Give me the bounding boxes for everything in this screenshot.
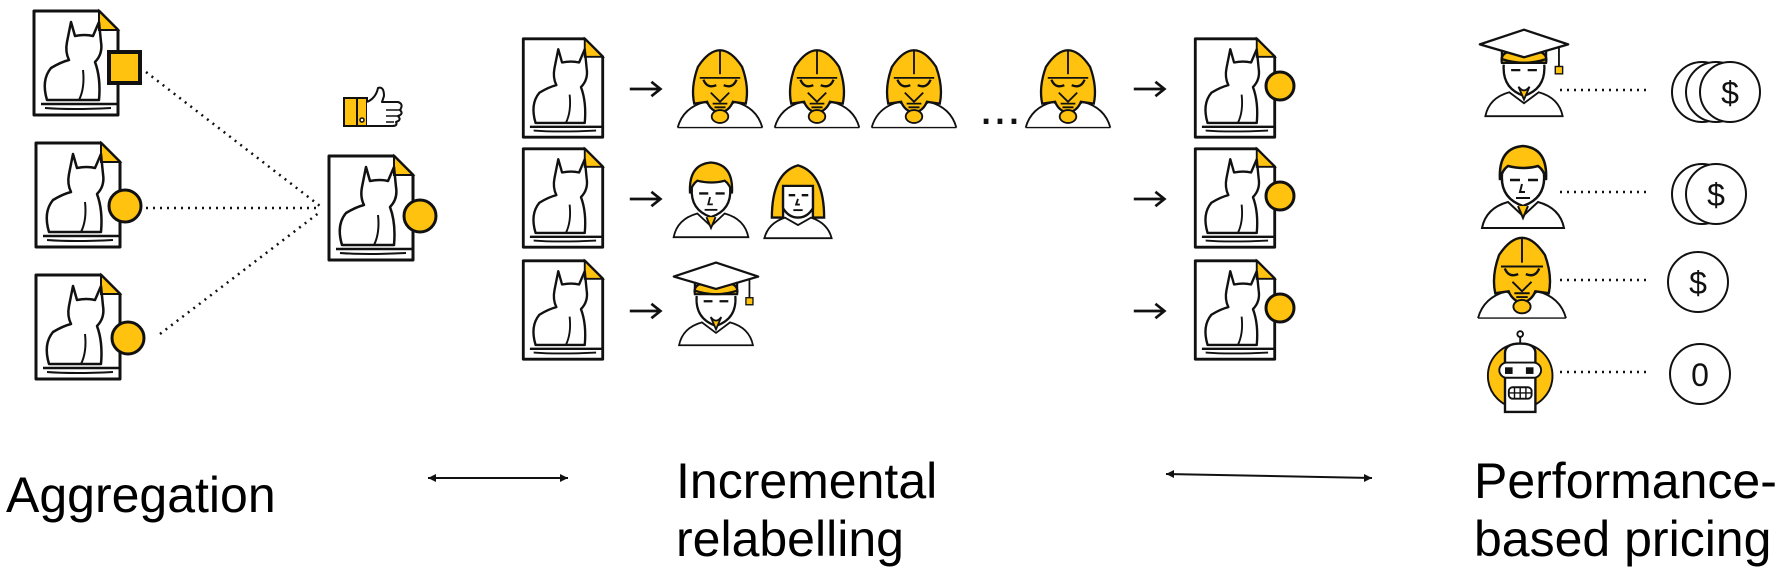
- pricing-title-line2: based pricing: [1474, 511, 1772, 567]
- incremental-title-line1: Incremental: [676, 453, 938, 509]
- aggregation-panel: [32, 9, 438, 381]
- coin-symbol: $: [1707, 177, 1725, 213]
- incremental-title-line2: relabelling: [676, 511, 904, 567]
- arrow-right-icon: [628, 302, 662, 320]
- arrow-right-icon: [1132, 80, 1166, 98]
- man-avatar-icon: [672, 161, 750, 239]
- aggregation-caption: Aggregation: [6, 466, 276, 524]
- graduate-avatar-icon: [1478, 28, 1570, 118]
- pricing-title-line1: Performance-: [1474, 453, 1777, 509]
- pricing-caption: Performance- based pricing: [1474, 452, 1777, 568]
- coin-icon: [1685, 163, 1747, 225]
- ellipsis-text: ...: [979, 79, 1021, 135]
- square-label-icon: [107, 50, 142, 85]
- cat-document-icon: [1193, 147, 1277, 249]
- arrow-right-icon: [1132, 302, 1166, 320]
- graduate-avatar-icon: [672, 261, 760, 347]
- circle-label-icon: [1264, 180, 1296, 212]
- man-avatar-icon: [1480, 144, 1566, 230]
- incremental-caption: Incremental relabelling: [676, 452, 937, 568]
- coin-icon: [1667, 251, 1729, 313]
- cat-document-icon: [521, 37, 605, 139]
- circle-label-icon: [402, 198, 438, 234]
- pricing-panel: $ $ $ 0: [1476, 28, 1761, 414]
- dark-helmet-person-icon: [676, 49, 764, 129]
- dotted-connector: [159, 211, 321, 335]
- cat-document-icon: [1193, 37, 1277, 139]
- coin-symbol: $: [1721, 75, 1739, 111]
- cat-document-icon: [34, 141, 122, 249]
- cat-document-icon: [327, 154, 415, 262]
- circle-label-icon: [110, 320, 146, 356]
- dark-helmet-person-icon: [1476, 236, 1568, 320]
- cat-document-icon: [34, 273, 122, 381]
- aggregation-title: Aggregation: [6, 467, 276, 523]
- circle-label-icon: [1264, 70, 1296, 102]
- coin-icon: [1699, 61, 1761, 123]
- arrow-right-icon: [1132, 190, 1166, 208]
- thumbs-up-icon: [343, 86, 403, 127]
- coin-symbol: $: [1689, 265, 1707, 301]
- circle-label-icon: [1264, 292, 1296, 324]
- circle-label-icon: [107, 188, 143, 224]
- coin-icon: [1669, 343, 1731, 405]
- connector-line: [1165, 473, 1373, 479]
- cat-document-icon: [1193, 259, 1277, 361]
- cat-document-icon: [32, 9, 120, 117]
- arrow-right-icon: [628, 80, 662, 98]
- robot-avatar-icon: [1486, 330, 1554, 414]
- cat-document-icon: [521, 259, 605, 361]
- coin-symbol: 0: [1691, 357, 1709, 393]
- arrow-right-icon: [628, 190, 662, 208]
- dark-helmet-person-icon: [773, 49, 861, 129]
- dotted-connector: [145, 71, 321, 207]
- dark-helmet-person-icon: [870, 49, 958, 129]
- woman-avatar-icon: [763, 164, 833, 240]
- incremental-panel: ...: [521, 37, 1296, 361]
- cat-document-icon: [521, 147, 605, 249]
- dark-helmet-person-icon: [1024, 49, 1112, 129]
